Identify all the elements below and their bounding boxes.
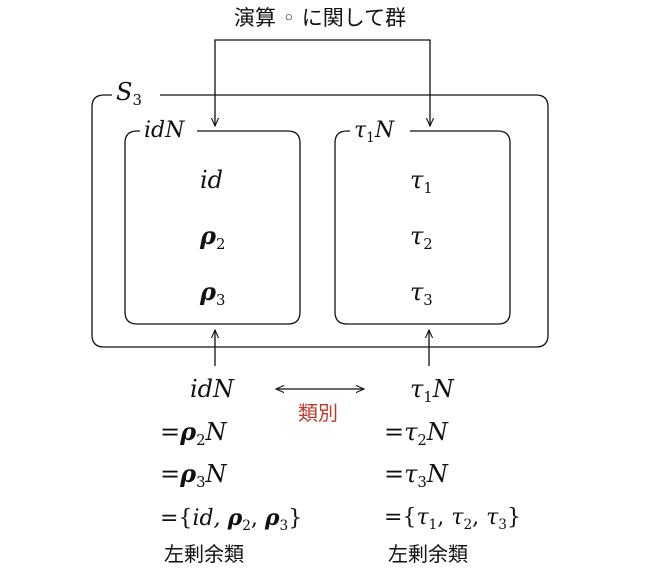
left-eq-row3-rho: ρ — [180, 459, 197, 488]
left-eq-row2-n: N — [205, 418, 227, 446]
left-eq-row3-equals: = — [160, 460, 181, 488]
left-eq-row2-sub: 2 — [196, 431, 206, 450]
left-item-id: id — [200, 166, 224, 194]
left-coset-box — [124, 130, 301, 325]
s3-letter: S — [116, 78, 133, 106]
right-eq-row2-equals: = — [384, 418, 405, 446]
left-eq-row3-n: N — [205, 460, 227, 488]
right-eq-set-sub2: 2 — [463, 516, 473, 533]
right-item-tau3-sub: 3 — [423, 291, 433, 310]
right-item-tau3-symbol: τ — [410, 278, 424, 306]
right-eq-row3-sub: 3 — [417, 473, 427, 492]
right-eq-head-n: N — [432, 375, 454, 403]
right-eq-set-comma2: , — [472, 505, 480, 530]
left-item-rho2-symbol: ρ — [200, 221, 216, 250]
left-eq-set-comma: , — [250, 506, 258, 531]
right-caption: 左剰余類 — [388, 542, 468, 566]
left-eq-set-id: id, — [192, 506, 221, 531]
left-eq-set-close: } — [288, 506, 303, 531]
right-item-tau3: τ3 — [410, 280, 433, 308]
right-eq-row2-sub: 2 — [417, 431, 427, 450]
right-eq-row2-tau: τ — [404, 418, 418, 446]
right-eq-set-open: ={ — [384, 505, 417, 530]
right-item-tau2-sub: 2 — [423, 235, 433, 254]
left-eq-set-sub3: 3 — [279, 517, 289, 534]
left-eq-row2-equals: = — [160, 418, 181, 446]
classification-label: 類別 — [298, 401, 338, 425]
right-eq-set-sub3: 3 — [498, 516, 507, 533]
left-eq-row2-rho: ρ — [180, 417, 197, 446]
right-eq-row3-equals: = — [384, 460, 405, 488]
right-box-title-sub: 1 — [366, 129, 375, 146]
group-bracket-arrow — [215, 39, 430, 126]
right-eq-head: τ1N — [410, 377, 454, 405]
right-box-title: τ1N — [354, 120, 394, 145]
left-item-rho2: ρ2 — [200, 224, 225, 252]
left-item-rho3: ρ3 — [200, 280, 225, 308]
left-item-rho2-sub: 2 — [215, 235, 226, 254]
s3-outer-box — [91, 94, 549, 348]
right-eq-head-tau: τ — [410, 375, 424, 403]
right-item-tau2-symbol: τ — [410, 222, 424, 250]
right-eq-row3-tau: τ — [404, 460, 418, 488]
left-caption: 左剰余類 — [164, 542, 244, 566]
left-eq-set-rho3: ρ — [264, 505, 280, 531]
right-item-tau1: τ1 — [410, 168, 433, 196]
left-box-title: idN — [144, 118, 185, 143]
right-item-tau1-symbol: τ — [410, 166, 424, 194]
right-item-tau2: τ2 — [410, 224, 433, 252]
left-item-rho3-symbol: ρ — [200, 277, 216, 306]
right-eq-row2: =τ2N — [384, 420, 448, 448]
right-eq-set: ={τ1, τ2, τ3} — [384, 507, 521, 532]
right-eq-set-comma1: , — [437, 505, 445, 530]
right-eq-head-sub: 1 — [423, 388, 433, 407]
left-eq-head: idN — [190, 375, 235, 403]
right-eq-set-sub1: 1 — [428, 516, 438, 533]
right-box-title-n: N — [374, 118, 395, 143]
left-eq-set-rho2: ρ — [227, 505, 243, 531]
top-group-label: 演算 ◦ に関して群 — [234, 6, 407, 30]
right-eq-set-tau3: τ — [486, 505, 499, 530]
right-eq-row3: =τ3N — [384, 462, 448, 490]
left-eq-row3: =ρ3N — [160, 462, 227, 490]
s3-subscript: 3 — [132, 91, 142, 110]
right-item-tau1-sub: 1 — [423, 179, 433, 198]
right-eq-set-tau2: τ — [451, 505, 464, 530]
right-eq-row2-n: N — [426, 418, 448, 446]
left-eq-row3-sub: 3 — [196, 473, 206, 492]
left-eq-set-open: ={ — [160, 506, 193, 531]
left-item-rho3-sub: 3 — [215, 291, 226, 310]
right-box-title-tau: τ — [354, 118, 367, 143]
left-eq-row2: =ρ2N — [160, 420, 227, 448]
left-eq-set: ={id, ρ2, ρ3} — [160, 507, 302, 533]
s3-label: S3 — [116, 80, 142, 108]
right-eq-set-tau1: τ — [416, 505, 429, 530]
right-coset-box — [334, 130, 511, 325]
right-eq-set-close: } — [506, 505, 521, 530]
right-eq-row3-n: N — [426, 460, 448, 488]
left-eq-set-sub2: 2 — [242, 517, 251, 534]
